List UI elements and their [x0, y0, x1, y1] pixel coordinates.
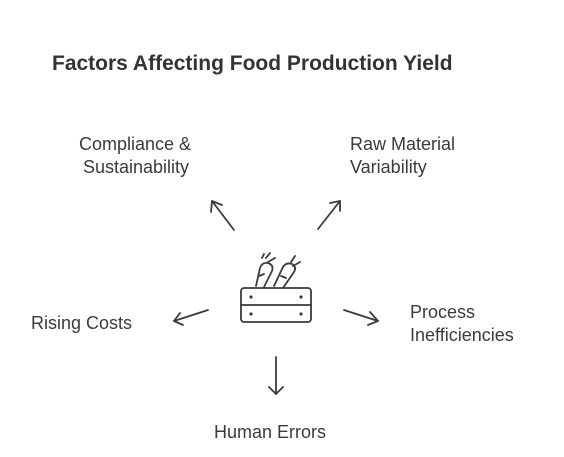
factor-label-line: Variability	[350, 157, 427, 177]
factor-label-line: Compliance &	[79, 134, 192, 154]
factor-label-line: Process	[410, 302, 476, 322]
produce-crate-icon	[240, 252, 312, 323]
factor-label-compliance: Compliance & Sustainability	[79, 133, 191, 179]
arrow-compliance	[210, 200, 235, 231]
factor-label-human-errors: Human Errors	[214, 421, 326, 444]
factor-label-line: Sustainability	[83, 157, 190, 177]
factor-label-rising-costs: Rising Costs	[31, 312, 132, 335]
factor-label-line: Inefficiencies	[410, 325, 514, 345]
arrow-raw-material	[317, 200, 341, 230]
arrow-rising-costs	[173, 309, 209, 326]
factor-label-line: Human Errors	[214, 422, 327, 442]
factor-label-line: Raw Material	[350, 134, 456, 154]
diagram-title: Factors Affecting Food Production Yield	[52, 52, 453, 75]
arrow-human-errors	[268, 356, 284, 395]
factor-label-process: Process Inefficiencies	[410, 301, 514, 347]
factor-label-line: Rising Costs	[31, 313, 133, 333]
factor-label-raw-material: Raw Material Variability	[350, 133, 455, 179]
arrow-process	[343, 309, 379, 326]
